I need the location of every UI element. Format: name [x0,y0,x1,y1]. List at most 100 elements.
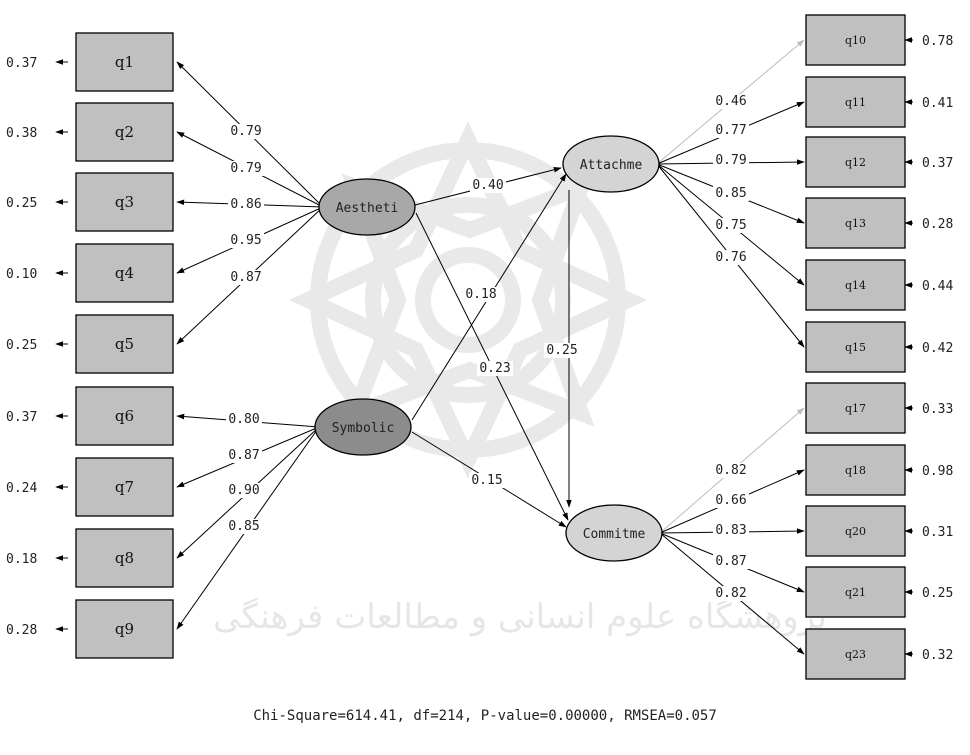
structural-coef-2: 0.18 [465,287,496,302]
latent-label-symbolic: Symbolic [332,421,395,436]
structural-bg-1 [470,178,506,193]
indicator-label-q7: q7 [115,478,134,496]
indicator-label-q18: q18 [845,464,866,477]
error-variance-q20: 0.31 [922,525,953,540]
loading-value-q9: 0.85 [228,519,259,534]
loading-bg-q3 [228,197,264,212]
indicator-box-q12 [805,136,906,188]
indicator-label-q9: q9 [115,620,134,638]
indicator-box-q23 [805,628,906,680]
loading-value-q2: 0.79 [230,161,261,176]
loading-bg-q14 [713,218,749,233]
loading-bg-q9 [226,519,262,534]
error-variance-q8: 0.18 [6,552,37,567]
indicator-label-q17: q17 [845,402,866,415]
loading-bg-q10 [713,94,749,109]
error-variance-q15: 0.42 [922,341,953,356]
indicator-box-q21 [805,566,906,618]
loading-value-q14: 0.75 [715,218,746,233]
indicator-box-q20 [805,505,906,557]
loading-value-q21: 0.87 [715,554,746,569]
loading-bg-q1 [228,124,264,139]
error-variance-q6: 0.37 [6,410,37,425]
indicator-box-q13 [805,197,906,249]
loading-value-q11: 0.77 [715,123,746,138]
error-variance-q11: 0.41 [922,96,953,111]
error-variance-q10: 0.78 [922,34,953,49]
latent-symbolic [314,398,412,456]
error-variance-q23: 0.32 [922,648,953,663]
structural-coef-3: 0.23 [479,361,510,376]
error-variance-q12: 0.37 [922,156,953,171]
loading-bg-q4 [228,233,264,248]
latent-label-aesthetic: Aestheti [336,201,399,216]
indicator-box-q14 [805,259,906,311]
indicator-label-q12: q12 [845,156,866,169]
indicator-box-q6 [75,386,174,446]
loading-value-q17: 0.82 [715,463,746,478]
indicator-label-q4: q4 [115,264,134,282]
error-variance-q3: 0.25 [6,196,37,211]
error-variance-q18: 0.98 [922,464,953,479]
loading-bg-q8 [226,483,262,498]
latent-commitment [565,504,663,562]
indicator-label-q14: q14 [845,279,866,292]
error-variance-q13: 0.28 [922,217,953,232]
indicator-box-q18 [805,444,906,496]
structural-bg-2 [463,287,499,302]
loading-bg-q18 [713,493,749,508]
loading-value-q5: 0.87 [230,270,261,285]
structural-bg-4 [544,343,580,358]
indicator-box-q5 [75,314,174,374]
indicator-label-q2: q2 [115,123,134,141]
indicator-label-q20: q20 [845,525,866,538]
indicator-box-q1 [75,32,174,92]
loading-value-q7: 0.87 [228,448,259,463]
loading-bg-q15 [713,250,749,265]
error-variance-q21: 0.25 [922,586,953,601]
indicator-box-q17 [805,382,906,434]
loading-bg-q2 [228,161,264,176]
loading-value-q18: 0.66 [715,493,746,508]
loading-value-q3: 0.86 [230,197,261,212]
latent-label-attachment: Attachme [580,158,643,173]
indicator-box-q4 [75,243,174,303]
indicator-label-q21: q21 [845,586,866,599]
error-variance-q4: 0.10 [6,267,37,282]
fit-statistics: Chi-Square=614.41, df=214, P-value=0.000… [253,708,717,724]
indicator-box-q15 [805,321,906,373]
loading-bg-q17 [713,463,749,478]
loading-bg-q11 [713,123,749,138]
watermark-text: پژوهشگاه علوم انسانی و مطالعات فرهنگی [213,597,827,637]
loading-value-q15: 0.76 [715,250,746,265]
loading-bg-q12 [713,153,749,168]
error-variance-q14: 0.44 [922,279,953,294]
loading-bg-q5 [228,270,264,285]
watermark-ornament [288,121,648,479]
structural-coef-5: 0.15 [471,473,502,488]
error-variance-q1: 0.37 [6,56,37,71]
error-variance-q5: 0.25 [6,338,37,353]
loading-value-q10: 0.46 [715,94,746,109]
indicator-label-q23: q23 [845,648,866,661]
latent-aesthetic [318,178,416,236]
indicator-box-q8 [75,528,174,588]
indicator-label-q10: q10 [845,34,866,47]
indicator-box-q7 [75,457,174,517]
structural-bg-5 [469,473,505,488]
error-variance-q2: 0.38 [6,126,37,141]
indicator-label-q1: q1 [115,53,134,71]
latent-label-commitment: Commitme [583,527,646,542]
loading-value-q12: 0.79 [715,153,746,168]
loading-value-q4: 0.95 [230,233,261,248]
structural-bg-3 [477,361,513,376]
loading-bg-q20 [713,523,749,538]
loading-bg-q13 [713,186,749,201]
loading-value-q13: 0.85 [715,186,746,201]
error-variance-q7: 0.24 [6,481,37,496]
indicator-box-q9 [75,599,174,659]
indicator-label-q6: q6 [115,407,134,425]
loading-bg-q21 [713,554,749,569]
loading-bg-q7 [226,448,262,463]
